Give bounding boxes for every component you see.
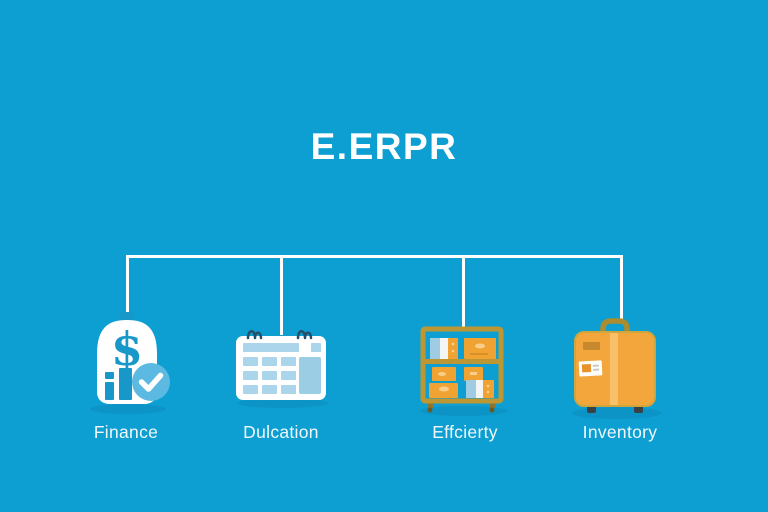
calendar-grid: [243, 357, 296, 394]
connector-drop-inventory: [620, 255, 623, 321]
bar-chart-tall-bar: [119, 368, 132, 400]
shelf-box-top-left: [430, 338, 458, 359]
dollar-sign-glyph: $: [111, 322, 143, 376]
bar-chart-short-bar: [105, 382, 114, 400]
shelf-icon-shadow: [420, 406, 508, 416]
calendar-header-bar: [243, 343, 299, 352]
suitcase-icon: [574, 318, 656, 413]
suitcase-handle: [600, 318, 630, 336]
shelf-frame: [420, 326, 504, 404]
page-title: E.ERPR: [310, 126, 458, 167]
suitcase-sticker: [578, 360, 603, 377]
connector-horizontal-line: [126, 255, 623, 258]
calendar-side-panel: [299, 357, 321, 394]
money-bag-icon: $: [97, 312, 170, 404]
calendar-binding-left: [246, 330, 263, 340]
calendar-binding-right: [296, 330, 313, 340]
shelf-box-mid-left: [432, 367, 456, 381]
storage-shelf-icon: [420, 326, 504, 413]
shelf-box-bottom-right: [466, 380, 494, 398]
check-circle: [132, 363, 170, 401]
node-label-effcierty: Effcierty: [432, 422, 498, 442]
shelf-box-top-right: [464, 338, 496, 359]
checkmark-icon: [138, 372, 164, 392]
connector-drop-dulcation: [280, 255, 283, 335]
connector-drop-finance: [126, 255, 129, 319]
bar-chart-dot: [105, 372, 114, 379]
calendar-icon-shadow: [238, 398, 328, 408]
node-label-finance: Finance: [93, 422, 159, 442]
node-label-inventory: Inventory: [582, 422, 658, 442]
node-label-dulcation: Dulcation: [243, 422, 319, 442]
suitcase-tag: [583, 342, 600, 350]
calendar-corner-cell: [311, 343, 321, 352]
shelf-middle-board: [423, 359, 501, 364]
shelf-box-bottom-left: [429, 383, 458, 398]
calendar-icon: [236, 330, 326, 400]
finance-icon-shadow: [90, 404, 166, 414]
shelf-box-mid-right: [464, 367, 483, 381]
connector-drop-effcierty: [462, 255, 465, 331]
shelf-feet: [427, 401, 495, 413]
suitcase-stripe: [610, 333, 618, 405]
